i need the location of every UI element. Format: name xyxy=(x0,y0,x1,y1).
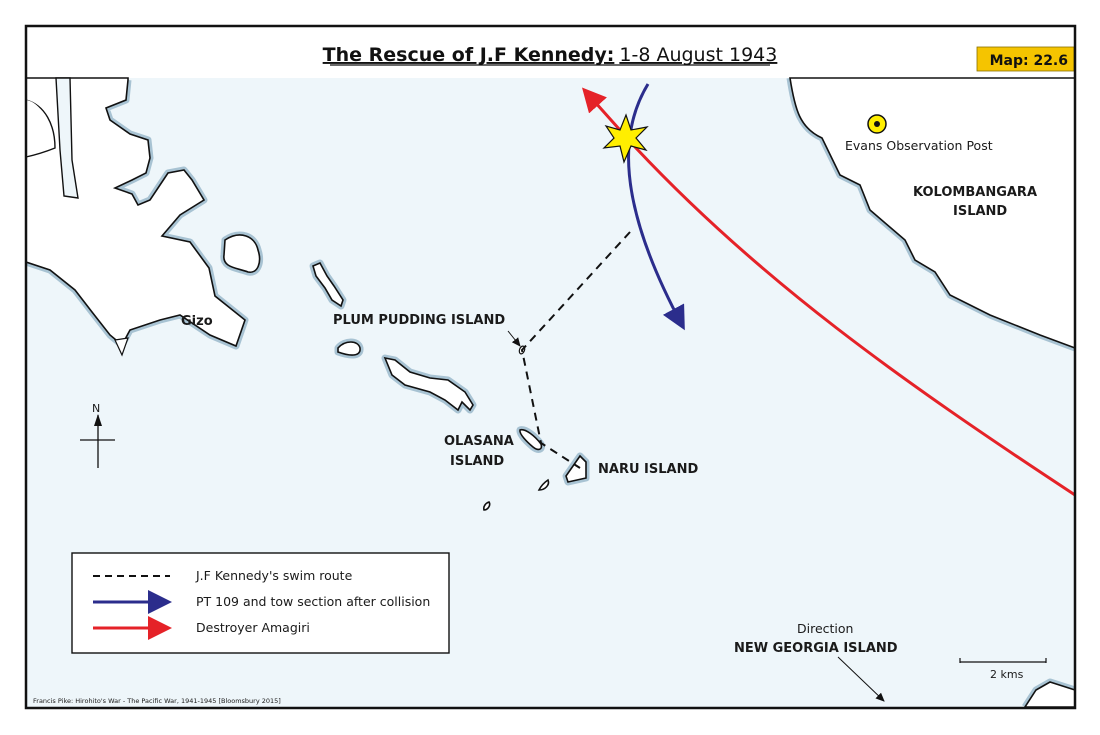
amagiri-route xyxy=(582,87,1076,497)
plum-pudding-pointer xyxy=(507,330,521,347)
label-olasana-1: OLASANA xyxy=(444,434,514,449)
scale-bar xyxy=(959,658,1047,663)
label-naru: NARU ISLAND xyxy=(598,462,698,477)
map-frame xyxy=(24,24,1077,710)
kolombangara-landmass xyxy=(786,77,1077,352)
label-north: N xyxy=(92,402,100,415)
label-plum-pudding: PLUM PUDDING ISLAND xyxy=(333,313,505,328)
legend: J.F Kennedy's swim route PT 109 and tow … xyxy=(71,552,450,654)
label-evans-post: Evans Observation Post xyxy=(845,138,993,153)
map-title: The Rescue of J.F Kennedy:1-8 August 194… xyxy=(323,44,778,66)
pt109-route xyxy=(627,83,685,331)
title-dates: 1-8 August 1943 xyxy=(619,44,777,66)
label-kolombangara-1: KOLOMBANGARA xyxy=(913,185,1037,200)
label-olasana-2: ISLAND xyxy=(450,454,504,469)
legend-label-pt109: PT 109 and tow section after collision xyxy=(196,594,430,609)
label-new-georgia: NEW GEORGIA ISLAND xyxy=(734,641,898,656)
north-arrow-icon xyxy=(80,414,115,468)
label-gizo: Gizo xyxy=(181,314,213,329)
legend-label-amagiri: Destroyer Amagiri xyxy=(196,620,310,635)
collision-star-icon xyxy=(602,113,649,164)
map-number: Map: 22.6 xyxy=(990,53,1068,69)
title-bold: The Rescue of J.F Kennedy: xyxy=(323,44,615,66)
credit-text: Francis Pike: Hirohito's War - The Pacif… xyxy=(33,697,281,705)
label-direction: Direction xyxy=(797,621,853,636)
label-kolombangara-2: ISLAND xyxy=(953,204,1007,219)
gizo-landmass xyxy=(24,77,249,357)
legend-label-swim: J.F Kennedy's swim route xyxy=(195,568,353,583)
label-scale: 2 kms xyxy=(990,668,1024,681)
small-islands xyxy=(220,231,590,511)
new-georgia-direction-arrow xyxy=(837,656,885,702)
